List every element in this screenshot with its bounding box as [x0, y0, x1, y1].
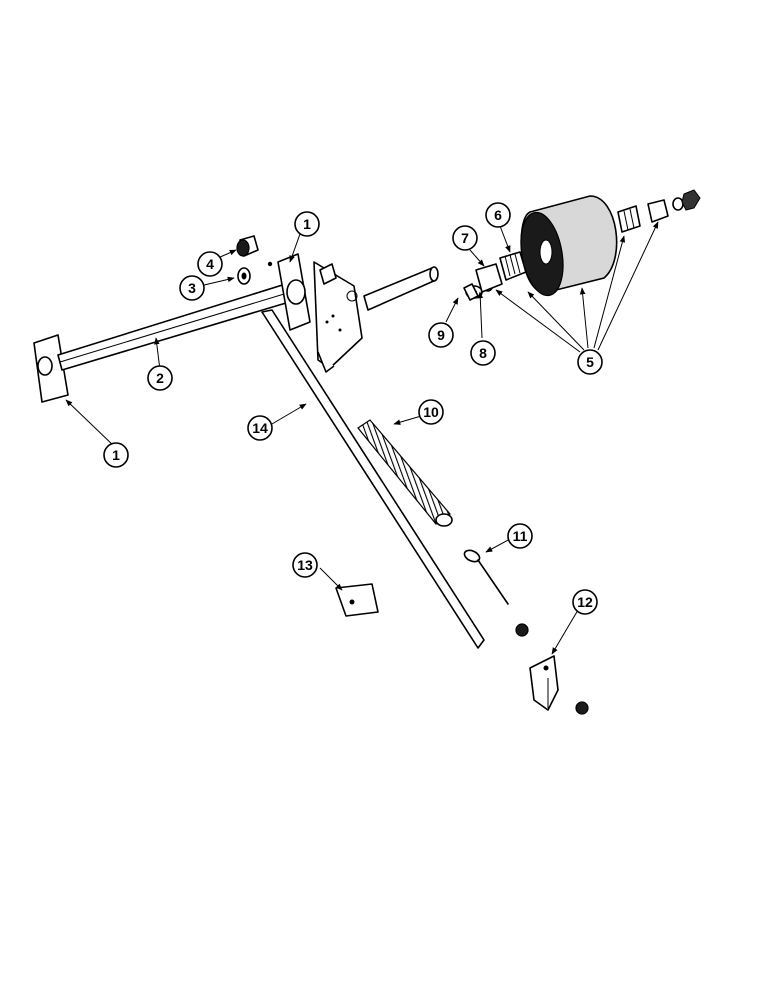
callout-label: 9: [437, 327, 445, 343]
callout-label: 2: [156, 370, 164, 386]
mounting-bracket: [277, 253, 439, 373]
bracket-12: [529, 655, 559, 711]
callout-label: 14: [252, 420, 268, 436]
callout-7: 7: [452, 225, 478, 251]
eye-bolt: [463, 549, 509, 605]
callout-label: 11: [513, 528, 528, 544]
bracket-13: [335, 583, 379, 617]
callout-label: 4: [206, 256, 214, 272]
long-shaft: [57, 281, 297, 371]
callout-label: 3: [188, 280, 196, 296]
callout-label: 10: [423, 404, 439, 420]
callout-label: 1: [112, 447, 120, 463]
callout-4: 4: [197, 251, 223, 277]
callout-label: 8: [479, 345, 487, 361]
callout-label: 6: [494, 207, 502, 223]
roller-assembly: [463, 189, 701, 301]
callout-6: 6: [485, 202, 511, 228]
callout-1-left: 1: [103, 442, 129, 468]
long-strap: [261, 309, 485, 649]
callout-12: 12: [572, 589, 598, 615]
callout-label: 7: [461, 230, 469, 246]
left-end-plate: [33, 334, 69, 403]
callout-label: 1: [303, 216, 311, 232]
callout-label: 5: [586, 354, 594, 370]
collar-and-washer: [236, 235, 273, 285]
callout-8: 8: [470, 340, 496, 366]
spring: [357, 419, 453, 527]
callout-5: 5: [577, 349, 603, 375]
nut-lower: [575, 701, 589, 715]
callout-13: 13: [292, 552, 318, 578]
leader-lines: [65, 221, 659, 655]
callout-3: 3: [179, 275, 205, 301]
callout-9: 9: [428, 322, 454, 348]
callout-14: 14: [247, 415, 273, 441]
callout-11: 11: [507, 523, 533, 549]
callout-label: 12: [577, 594, 593, 610]
callout-10: 10: [418, 399, 444, 425]
callout-2: 2: [147, 365, 173, 391]
callout-label: 13: [297, 557, 313, 573]
nut-upper: [515, 623, 529, 637]
callout-1-right: 1: [294, 211, 320, 237]
